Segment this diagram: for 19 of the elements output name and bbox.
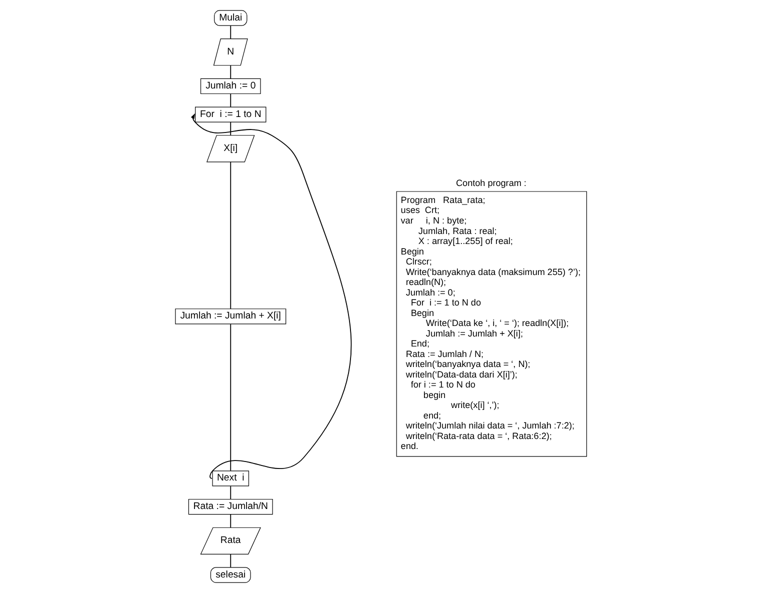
- connector: [230, 554, 231, 568]
- node-box: Mulai: [214, 10, 247, 26]
- node-box: Jumlah := 0: [200, 78, 260, 94]
- node-box: Rata := Jumlah/N: [188, 498, 272, 515]
- connector: [230, 324, 231, 472]
- node-box: Next i: [212, 470, 249, 486]
- arrow: [190, 113, 352, 479]
- connector: [230, 122, 231, 136]
- connector: [230, 25, 231, 40]
- node-box: Jumlah := Jumlah + X[i]: [174, 308, 286, 324]
- connector: [230, 93, 231, 108]
- connector: [230, 65, 231, 80]
- node-box: Program Rata_rata; uses Crt; var i, N : byte; Jumlah, Rata : real; X : array[1..255] of real; Begin Clrscr; Write(‘banyaknya data (maksimum 255) ?’); readln(N); Jumlah := 0; For i := 1 to N do Begin Write(‘Data ke ‘, i, ‘ = ‘); readln(X[i]); Jumlah := Jumlah + X[i]; End; Rata := Jumlah / N; writeln(‘banyaknya data = ‘, N); writeln(‘Data-data dari X[i]’); for i := 1 to N do begin write(x[i] ‘,’); end; writeln(‘Jumlah nilai data = ‘, Jumlah :7:2); writeln(‘Rata-rata data = ‘, Rata:6:2); end.: [396, 191, 586, 457]
- connector: [230, 162, 231, 310]
- connector: [230, 514, 231, 528]
- connector: [230, 486, 231, 500]
- node-box: selesai: [210, 567, 250, 583]
- node-box: For i := 1 to N: [194, 106, 266, 122]
- node-label: Contoh program :: [456, 178, 526, 188]
